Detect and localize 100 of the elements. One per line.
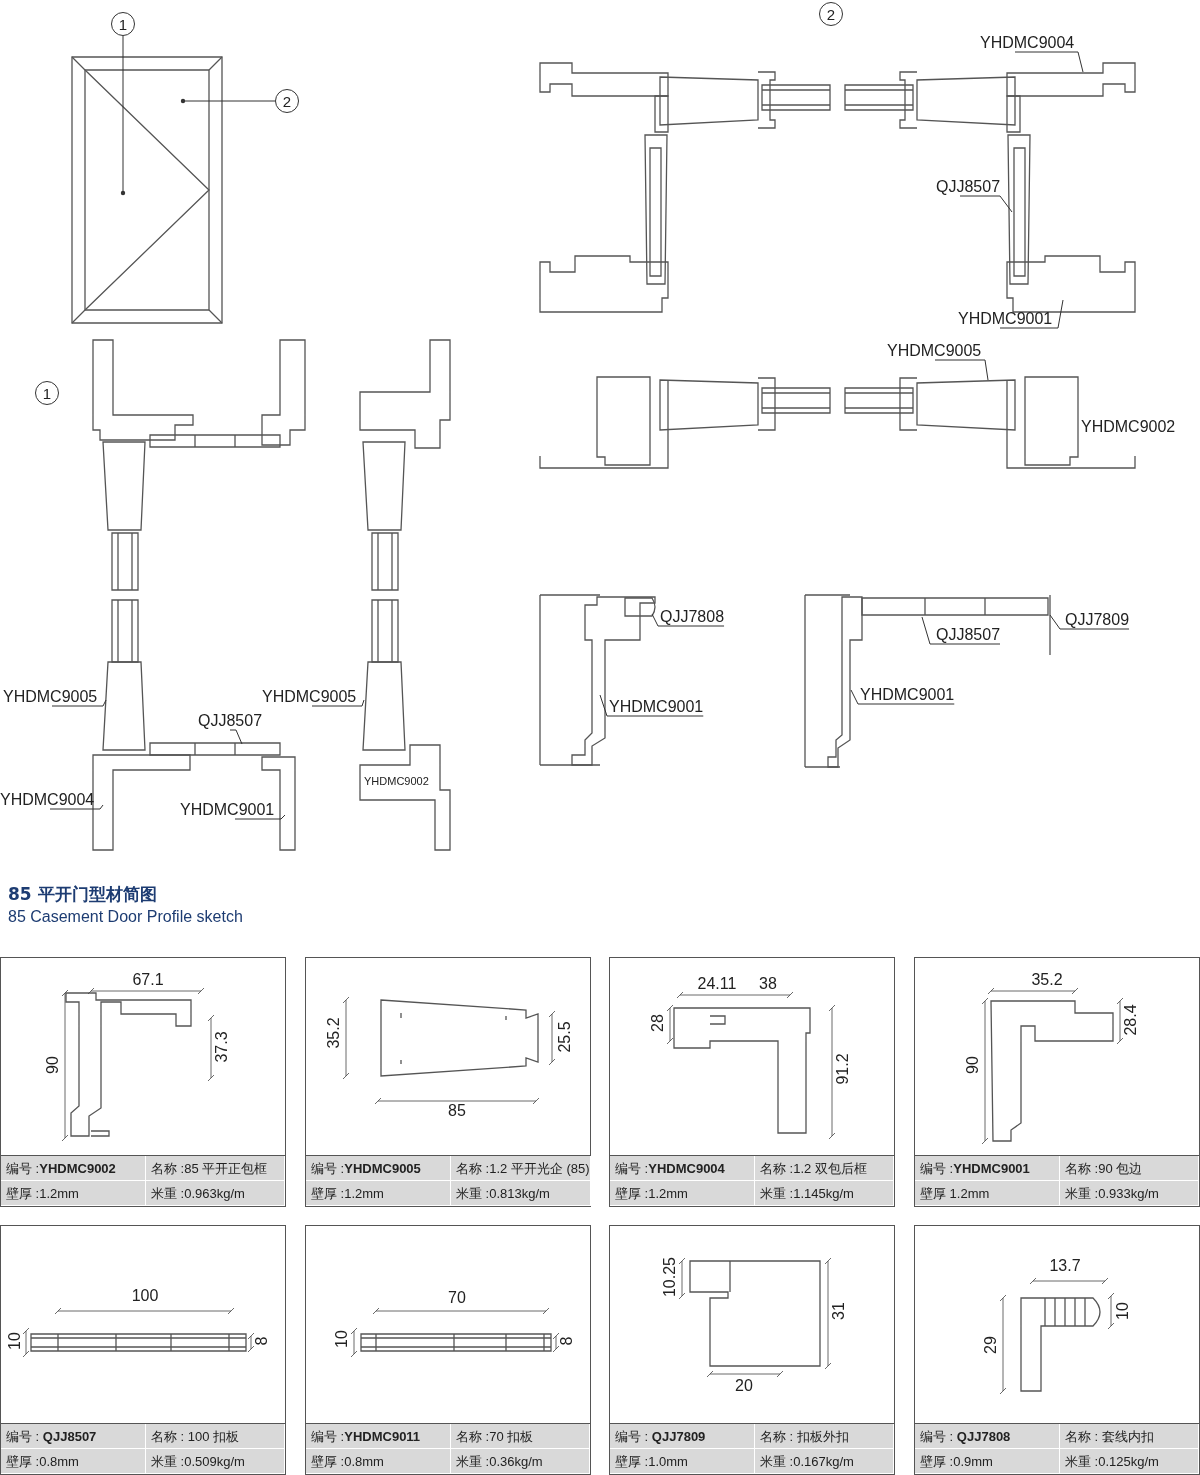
dimension-value: 28.4 bbox=[1121, 1004, 1139, 1036]
dimension-value: 100 bbox=[131, 1286, 159, 1304]
dimension-value: 29 bbox=[981, 1336, 999, 1354]
wall-thickness: 壁厚 :0.8mm bbox=[1, 1449, 146, 1474]
profile-code: 编号 :YHDMC9005 bbox=[306, 1156, 451, 1181]
wall-thickness: 壁厚 :1.2mm bbox=[1, 1181, 146, 1206]
profile-code: 编号 : QJJ7808 bbox=[915, 1424, 1060, 1449]
corner-detail-drawing bbox=[804, 594, 1051, 768]
unit-weight: 米重 :1.145kg/m bbox=[755, 1181, 894, 1206]
part-code-label: YHDMC9001 bbox=[958, 309, 1053, 328]
dimension-value: 90 bbox=[963, 1056, 981, 1074]
profile-code: 编号 : QJJ8507 bbox=[1, 1424, 146, 1449]
door-elevation-drawing bbox=[71, 56, 223, 324]
part-code-label: QJJ7808 bbox=[660, 607, 725, 626]
dimension-value: 67.1 bbox=[132, 970, 164, 988]
profile-code: 编号 :YHDMC9001 bbox=[915, 1156, 1060, 1181]
leader-line bbox=[934, 359, 989, 381]
leader-line bbox=[51, 699, 107, 707]
wall-thickness: 壁厚 1.2mm bbox=[915, 1181, 1060, 1206]
profile-name: 名称 : 套线内扣 bbox=[1060, 1424, 1199, 1449]
leader-line bbox=[49, 804, 104, 810]
leader-line bbox=[311, 699, 365, 707]
unit-weight: 米重 :0.933kg/m bbox=[1060, 1181, 1199, 1206]
wall-thickness: 壁厚 :1.2mm bbox=[306, 1181, 451, 1206]
unit-weight: 米重 :0.125kg/m bbox=[1060, 1449, 1199, 1474]
callout-number: 1 bbox=[111, 12, 135, 36]
profile-name: 名称 :1.2 平开光企 (85) bbox=[451, 1156, 591, 1181]
part-code-label: YHDMC9005 bbox=[3, 687, 98, 706]
dimension-value: 8 bbox=[557, 1336, 575, 1346]
dimension-value: 25.5 bbox=[555, 1021, 573, 1053]
dimension-value: 35.2 bbox=[324, 1017, 342, 1049]
part-code-label: QJJ8507 bbox=[198, 711, 263, 730]
dimension-value: 91.2 bbox=[833, 1053, 851, 1085]
dimension-value: 35.2 bbox=[1031, 970, 1063, 988]
leader-line bbox=[1049, 614, 1130, 630]
door-section-drawing bbox=[359, 339, 451, 851]
part-code-label: YHDMC9004 bbox=[980, 33, 1075, 52]
profile-card bbox=[0, 957, 286, 1207]
unit-weight: 米重 :0.509kg/m bbox=[146, 1449, 285, 1474]
leader-line bbox=[1014, 51, 1084, 73]
part-code-label: YHDMC9001 bbox=[860, 685, 955, 704]
profile-code: 编号 :YHDMC9002 bbox=[1, 1156, 146, 1181]
part-code-label: QJJ8507 bbox=[936, 625, 1001, 644]
leader-line bbox=[651, 613, 725, 627]
profile-card bbox=[305, 1225, 591, 1475]
leader-line bbox=[999, 299, 1064, 329]
profile-card bbox=[914, 957, 1200, 1207]
profile-name: 名称 : 扣板外扣 bbox=[755, 1424, 894, 1449]
leader-line bbox=[959, 195, 1013, 213]
dimension-value: 70 bbox=[448, 1288, 466, 1306]
callout-number: 1 bbox=[35, 381, 59, 405]
wall-thickness: 壁厚 :0.8mm bbox=[306, 1449, 451, 1474]
dimension-value: 10 bbox=[332, 1330, 350, 1348]
part-code-label: YHDMC9005 bbox=[887, 341, 982, 360]
caption: 85 Casement Door Profile sketch bbox=[8, 907, 243, 926]
dimension-value: 38 bbox=[759, 974, 777, 992]
leader-line bbox=[229, 729, 243, 745]
part-code-label: YHDMC9002 bbox=[1081, 417, 1176, 436]
profile-name: 名称 :1.2 双包后框 bbox=[755, 1156, 894, 1181]
leader-line bbox=[921, 616, 1001, 645]
wall-thickness: 壁厚 :0.9mm bbox=[915, 1449, 1060, 1474]
part-code-label: YHDMC9001 bbox=[180, 800, 275, 819]
wall-thickness: 壁厚 :1.2mm bbox=[610, 1181, 755, 1206]
part-code-label: QJJ7809 bbox=[1065, 610, 1130, 629]
profile-card bbox=[914, 1225, 1200, 1475]
part-code-label: QJJ8507 bbox=[936, 177, 1001, 196]
dimension-value: 13.7 bbox=[1049, 1256, 1081, 1274]
dimension-value: 10 bbox=[5, 1332, 23, 1350]
unit-weight: 米重 :0.963kg/m bbox=[146, 1181, 285, 1206]
dimension-value: 10.25 bbox=[660, 1257, 678, 1297]
profile-name: 名称 :90 包边 bbox=[1060, 1156, 1199, 1181]
dimension-value: 37.3 bbox=[212, 1031, 230, 1063]
part-code-label: YHDMC9001 bbox=[609, 697, 704, 716]
part-code-label: YHDMC9002 bbox=[364, 774, 429, 788]
unit-weight: 米重 :0.167kg/m bbox=[755, 1449, 894, 1474]
profile-card bbox=[609, 1225, 895, 1475]
leader-line bbox=[180, 98, 276, 104]
frame-section-drawing bbox=[539, 62, 1136, 313]
dimension-value: 31 bbox=[829, 1302, 847, 1320]
callout-number: 2 bbox=[275, 89, 299, 113]
part-code-label: YHDMC9005 bbox=[262, 687, 357, 706]
leader-line bbox=[120, 35, 126, 196]
profile-code: 编号 :YHDMC9004 bbox=[610, 1156, 755, 1181]
profile-name: 名称 :70 扣板 bbox=[451, 1424, 590, 1449]
profile-name: 名称 : 100 扣板 bbox=[146, 1424, 285, 1449]
leader-line bbox=[850, 689, 955, 705]
leader-line bbox=[234, 814, 286, 820]
profile-name: 名称 :85 平开正包框 bbox=[146, 1156, 285, 1181]
dimension-value: 90 bbox=[43, 1056, 61, 1074]
profile-card bbox=[0, 1225, 286, 1475]
profile-code: 编号 : QJJ7809 bbox=[610, 1424, 755, 1449]
callout-number: 2 bbox=[819, 2, 843, 26]
unit-weight: 米重 :0.813kg/m bbox=[451, 1181, 591, 1206]
part-code-label: YHDMC9004 bbox=[0, 790, 95, 809]
wall-thickness: 壁厚 :1.0mm bbox=[610, 1449, 755, 1474]
dimension-value: 28 bbox=[648, 1014, 666, 1032]
dimension-value: 85 bbox=[448, 1101, 466, 1119]
title: 85 平开门型材简图 bbox=[8, 885, 157, 904]
unit-weight: 米重 :0.36kg/m bbox=[451, 1449, 590, 1474]
dimension-value: 8 bbox=[252, 1336, 270, 1346]
